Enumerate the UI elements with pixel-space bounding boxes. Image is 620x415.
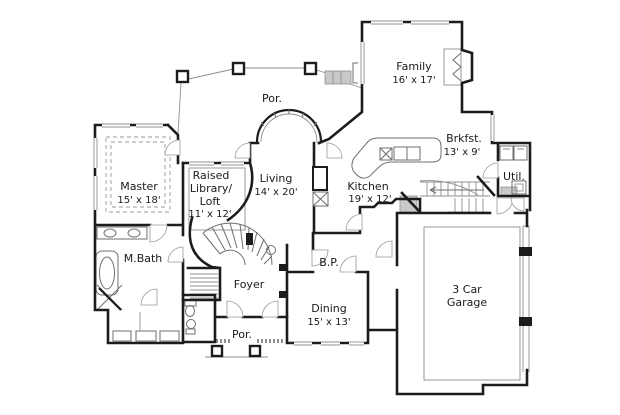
window <box>189 159 214 167</box>
window <box>488 115 496 141</box>
doors <box>140 139 525 318</box>
column <box>231 61 246 76</box>
master-bath-fixtures <box>95 226 148 311</box>
label-foyer: Foyer <box>234 278 265 291</box>
porch-top-outline <box>177 67 363 135</box>
label-family: Family <box>396 60 432 73</box>
library-floor-inset <box>188 167 246 231</box>
label-library-2: Library/ <box>190 182 232 195</box>
door-garage-hall <box>375 240 393 258</box>
label-library-3: Loft <box>200 195 221 208</box>
door-bay-left <box>234 142 251 159</box>
garage-floor-inset <box>423 226 521 381</box>
porch-columns <box>175 61 318 358</box>
door-kitchen-hall <box>345 213 363 231</box>
window <box>349 339 364 347</box>
master-tray-ceiling <box>105 136 171 213</box>
kitchen-cabinet-column <box>312 166 329 207</box>
door-foyer-left <box>226 300 244 318</box>
label-util: Util. <box>503 170 525 183</box>
window <box>91 138 99 168</box>
door-foyer-right <box>261 300 279 318</box>
door-bay-right <box>326 142 343 159</box>
label-library-1: Raised <box>193 169 230 182</box>
dims-kitchen: 19' x 12' <box>348 194 391 205</box>
label-porch-bottom: Por. <box>232 328 252 341</box>
door-foyer-hall <box>167 246 184 263</box>
stair-rail-curve <box>419 180 479 196</box>
column <box>248 344 262 358</box>
label-brkfst: Brkfst. <box>446 132 482 145</box>
column <box>175 69 190 84</box>
window <box>221 159 244 167</box>
windows <box>91 18 496 347</box>
dims-family: 16' x 17' <box>392 75 435 86</box>
porch-top-steps <box>324 70 352 85</box>
family-fireplace <box>443 48 462 86</box>
door-util-brkfst <box>482 162 499 179</box>
window <box>411 18 449 26</box>
closet-fixtures <box>112 312 180 342</box>
door-butlers-pantry <box>311 249 329 267</box>
door-porch-hall <box>164 139 181 156</box>
window <box>321 339 340 347</box>
foyer-closet-shelves <box>190 273 218 299</box>
powder-room-fixtures <box>184 299 197 335</box>
dims-library: 11' x 12' <box>188 209 231 220</box>
dims-living: 14' x 20' <box>254 187 297 198</box>
window <box>358 42 366 84</box>
column <box>303 61 318 76</box>
label-dining: Dining <box>311 302 347 315</box>
door-back-hall-b <box>510 197 525 212</box>
label-mbath: M.Bath <box>124 252 163 265</box>
window <box>294 339 312 347</box>
label-porch-top: Por. <box>262 92 282 105</box>
utility-fixtures <box>499 145 528 195</box>
kitchen-island <box>351 137 442 179</box>
room-labels: Por. Family 16' x 17' Brkfst. 13' x 9' U… <box>117 60 525 341</box>
window <box>136 121 163 129</box>
garage-door-wall <box>519 225 532 372</box>
door-back-hall-a <box>496 197 514 215</box>
window <box>91 176 99 210</box>
opening-posts <box>246 233 286 298</box>
column <box>210 344 224 358</box>
door-bath-closet <box>140 288 158 306</box>
window <box>371 18 403 26</box>
label-master: Master <box>120 180 158 193</box>
door-master-bath <box>149 224 168 243</box>
living-bay-arch <box>255 108 323 143</box>
spiral-staircase <box>202 222 276 266</box>
label-garage-1: 3 Car <box>452 283 482 296</box>
door-dining-ne <box>339 255 357 273</box>
window <box>102 121 130 129</box>
label-bp: B.P. <box>319 256 338 269</box>
label-living: Living <box>260 172 293 185</box>
label-kitchen: Kitchen <box>347 180 388 193</box>
dims-master: 15' x 18' <box>117 195 160 206</box>
label-garage-2: Garage <box>447 296 488 309</box>
dims-dining: 15' x 13' <box>307 317 350 328</box>
dims-brkfst: 13' x 9' <box>444 147 481 158</box>
